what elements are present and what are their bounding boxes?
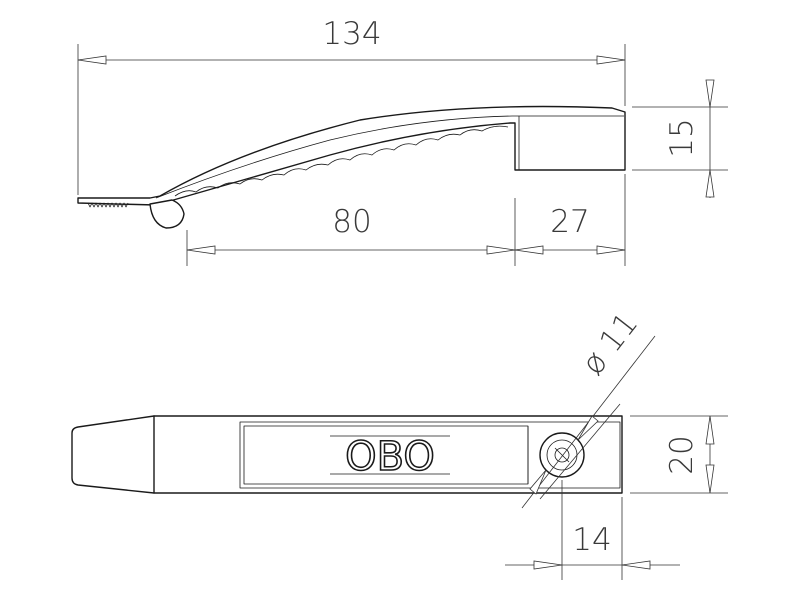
top-view-outline xyxy=(71,415,623,494)
side-view xyxy=(77,105,626,229)
logo-text: OBO xyxy=(345,434,435,480)
dimension-handle-head: 80 27 xyxy=(186,174,626,266)
top-view: OBO xyxy=(71,415,623,494)
hinge-knob xyxy=(149,199,185,229)
dimension-head-height: 15 xyxy=(632,79,728,198)
dimension-label-134: 134 xyxy=(322,16,381,52)
side-view-inner-contour xyxy=(155,115,624,199)
dimension-overall-length: 134 xyxy=(77,16,626,195)
side-view-outline xyxy=(77,105,626,206)
dimension-width: 20 xyxy=(630,415,728,494)
dimension-label-20: 20 xyxy=(664,435,700,474)
latch-teeth xyxy=(87,202,129,208)
dimension-label-diameter-11: ø 11 xyxy=(575,306,645,382)
grip-serrations xyxy=(174,125,509,197)
obo-logo: OBO xyxy=(330,433,450,481)
dimension-label-80: 80 xyxy=(332,204,371,240)
dimension-label-27: 27 xyxy=(550,204,589,240)
dimension-hole-offset: 14 xyxy=(505,480,680,580)
top-view-recess xyxy=(239,421,621,489)
mounting-hole xyxy=(539,432,585,478)
dimension-label-14: 14 xyxy=(572,522,611,558)
dimension-label-15: 15 xyxy=(664,118,700,157)
